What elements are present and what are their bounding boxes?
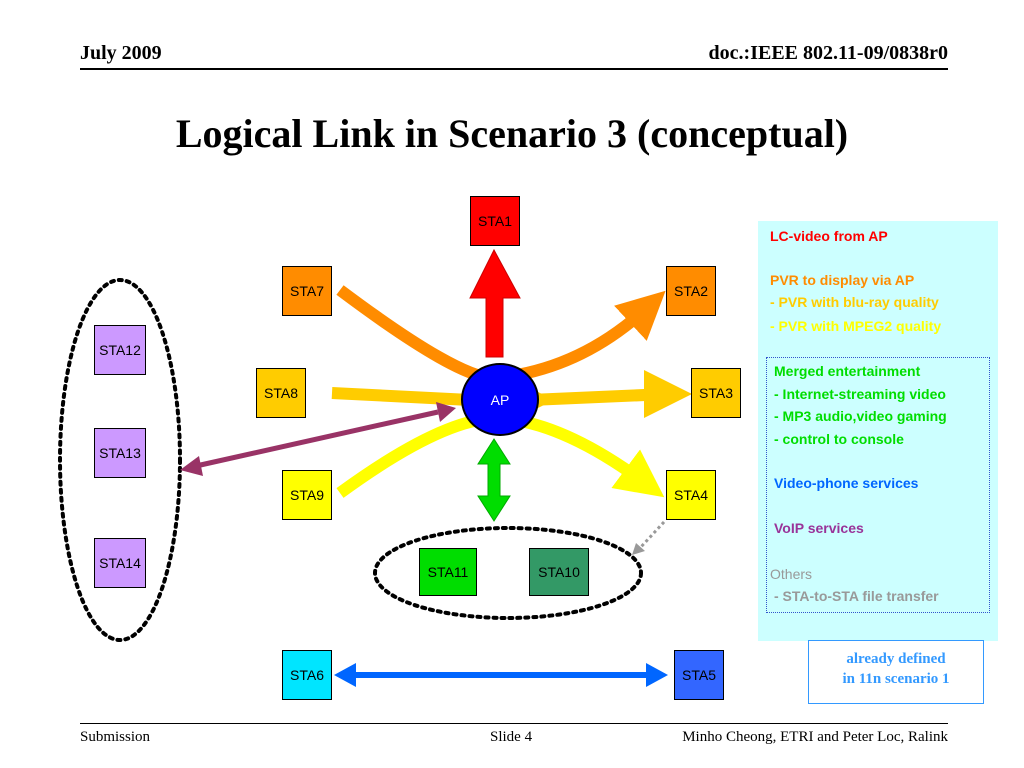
legend-merged-console: - control to console [774, 431, 904, 447]
node-sta3: STA3 [691, 368, 741, 418]
node-sta6: STA6 [282, 650, 332, 700]
group-bottom-ellipse [373, 526, 643, 620]
arrow-ap-sta1 [469, 248, 521, 358]
node-sta10: STA10 [529, 548, 589, 596]
legend-panel: LC-video from AP PVR to display via AP -… [758, 221, 998, 641]
legend-others-file: - STA-to-STA file transfer [774, 588, 939, 604]
node-sta9: STA9 [282, 470, 332, 520]
legend-merged-box [766, 357, 990, 613]
footer-slide-number: Slide 4 [490, 729, 533, 745]
arrow-ap-sta13 [195, 409, 439, 469]
arrow-sta5-head [646, 663, 668, 687]
arrow-sta4-bottom-group [638, 520, 666, 550]
callout-line1: already defined [846, 651, 946, 667]
footer-authors: Minho Cheong, ETRI and Peter Loc, Ralink [682, 729, 948, 745]
legend-merged-mp3: - MP3 audio,video gaming [774, 408, 947, 424]
arrow-ap-head [436, 402, 456, 422]
legend-videophone: Video-phone services [774, 475, 919, 491]
slide-title: Logical Link in Scenario 3 (conceptual) [175, 111, 849, 156]
header-date: July 2009 [80, 42, 162, 64]
node-sta4: STA4 [666, 470, 716, 520]
arrow-ap-sta11 [477, 438, 511, 522]
callout-already-defined: already defined in 11n scenario 1 [808, 640, 984, 704]
header-rule [80, 68, 948, 70]
node-sta11: STA11 [419, 548, 477, 596]
node-sta14: STA14 [94, 538, 146, 588]
node-sta13: STA13 [94, 428, 146, 478]
node-ap: AP [461, 363, 539, 436]
header-doc-id: doc.:IEEE 802.11-09/0838r0 [708, 42, 948, 64]
node-sta2: STA2 [666, 266, 716, 316]
node-sta8: STA8 [256, 368, 306, 418]
legend-pvr-mpeg2: - PVR with MPEG2 quality [770, 318, 942, 334]
footer-submission: Submission [80, 729, 151, 745]
legend-voip: VoIP services [774, 520, 864, 536]
legend-pvr-bluray: - PVR with blu-ray quality [770, 294, 939, 310]
callout-line2: in 11n scenario 1 [842, 671, 950, 687]
legend-lc-video: LC-video from AP [770, 228, 888, 244]
legend-pvr: PVR to display via AP [770, 272, 915, 288]
node-sta12: STA12 [94, 325, 146, 375]
arrow-sta6-head [334, 663, 356, 687]
node-sta7: STA7 [282, 266, 332, 316]
legend-merged: Merged entertainment [774, 363, 921, 379]
legend-merged-streaming: - Internet-streaming video [774, 386, 946, 402]
arrow-sta4-group-head [632, 543, 645, 555]
footer-rule [80, 723, 948, 724]
legend-others: Others [770, 566, 813, 582]
node-sta1: STA1 [470, 196, 520, 246]
group-left-ellipse [58, 278, 182, 642]
node-sta5: STA5 [674, 650, 724, 700]
arrow-sta13-head [180, 456, 203, 476]
